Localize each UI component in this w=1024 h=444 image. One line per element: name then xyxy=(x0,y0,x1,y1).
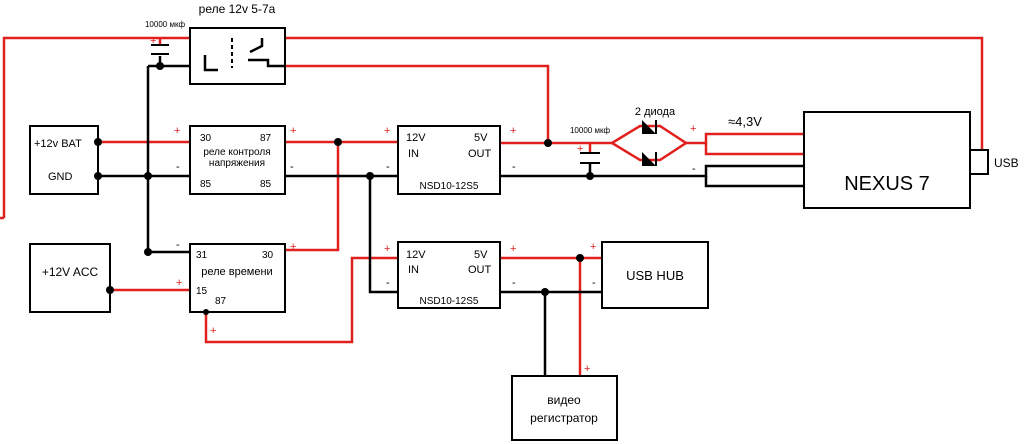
junctions xyxy=(94,62,594,315)
black-wires xyxy=(98,56,804,378)
cap1-plus: + xyxy=(150,35,156,47)
relay-12v: реле 12v 5-7a xyxy=(189,2,286,85)
c1-name: NSD10-12S5 xyxy=(420,181,479,192)
vr-pin-87: 87 xyxy=(260,133,272,144)
svg-text:+: + xyxy=(176,277,182,289)
svg-text:-: - xyxy=(386,277,390,289)
relay-contact-bottom xyxy=(248,58,285,68)
usb-label: USB xyxy=(994,156,1019,170)
c2-5v: 5V xyxy=(474,249,488,261)
svg-text:-: - xyxy=(176,239,180,251)
capacitor-relay: 10000 мкф + xyxy=(145,20,185,55)
relay-coil-line xyxy=(203,55,218,72)
acc-label: +12V ACC xyxy=(42,265,99,279)
polarity-marks: + - + - + - + - - + + + + - + - + - + - … xyxy=(174,123,696,375)
c1-in: IN xyxy=(408,148,419,160)
voltage-label: ≈4,3V xyxy=(728,114,762,129)
svg-text:-: - xyxy=(592,277,596,289)
tr-pin-31: 31 xyxy=(196,250,208,261)
svg-text:+: + xyxy=(690,123,696,135)
converter-1: 12V IN 5V OUT NSD10-12S5 xyxy=(397,125,501,195)
diode-bottom xyxy=(642,152,656,166)
c2-in: IN xyxy=(408,264,419,276)
svg-text:+: + xyxy=(510,125,516,137)
vr-pin-85b: 85 xyxy=(260,179,272,190)
c2-name: NSD10-12S5 xyxy=(420,296,479,307)
diode-top xyxy=(642,120,656,134)
tr-pin-30: 30 xyxy=(262,250,274,261)
cap2-plus: + xyxy=(577,143,583,155)
relay-contact-top xyxy=(249,38,264,54)
svg-text:+: + xyxy=(210,325,216,337)
svg-text:+: + xyxy=(290,241,296,253)
vr-pin-30: 30 xyxy=(200,133,212,144)
red-wires xyxy=(0,36,984,378)
usb-port xyxy=(969,149,989,175)
svg-text:-: - xyxy=(692,163,696,175)
c1-5v: 5V xyxy=(474,132,488,144)
svg-text:-: - xyxy=(512,277,516,289)
svg-text:+: + xyxy=(174,125,180,137)
svg-text:-: - xyxy=(386,161,390,173)
acc-box: +12V ACC xyxy=(29,243,111,313)
capacitor-output: 10000 мкф + xyxy=(570,126,610,164)
svg-text:+: + xyxy=(584,363,590,375)
svg-text:+: + xyxy=(384,125,390,137)
dvr-label-1: видео xyxy=(547,393,581,407)
video-recorder: видео регистратор xyxy=(511,375,618,441)
nexus-7: NEXUS 7 USB ≈4,3V xyxy=(728,111,1019,209)
svg-text:+: + xyxy=(290,125,296,137)
c1-12v: 12V xyxy=(406,132,426,144)
svg-text:-: - xyxy=(512,161,516,173)
bat-label: +12v BAT xyxy=(34,138,82,150)
tr-pin-15: 15 xyxy=(196,286,208,297)
diodes-label: 2 диода xyxy=(635,106,676,118)
time-relay: 31 30 реле времени 15 87 xyxy=(189,243,286,313)
usb-hub: USB HUB xyxy=(601,241,709,309)
nexus-label: NEXUS 7 xyxy=(844,173,930,195)
svg-text:-: - xyxy=(290,161,294,173)
vr-pin-85a: 85 xyxy=(200,179,212,190)
converter-2: 12V IN 5V OUT NSD10-12S5 xyxy=(397,241,501,309)
hub-label: USB HUB xyxy=(626,268,684,283)
voltage-control-relay: 30 87 реле контроля напряжения 85 85 xyxy=(189,125,286,195)
svg-text:+: + xyxy=(384,243,390,255)
c2-12v: 12V xyxy=(406,249,426,261)
svg-text:-: - xyxy=(176,161,180,173)
relay-title: реле 12v 5-7a xyxy=(199,2,276,16)
vr-label-2: напряжения xyxy=(209,158,265,169)
diodes: 2 диода xyxy=(609,106,689,166)
c2-out: OUT xyxy=(468,264,492,276)
battery-box: +12v BAT GND xyxy=(29,125,99,195)
tr-pin-87: 87 xyxy=(215,296,227,307)
svg-text:+: + xyxy=(510,243,516,255)
gnd-label: GND xyxy=(48,171,73,183)
cap1-label: 10000 мкф xyxy=(145,20,185,29)
cap2-label: 10000 мкф xyxy=(570,126,610,135)
vr-label-1: реле контроля xyxy=(203,147,270,158)
c1-out: OUT xyxy=(468,148,492,160)
dvr-label-2: регистратор xyxy=(530,411,598,425)
tr-label: реле времени xyxy=(201,266,272,278)
svg-text:+: + xyxy=(590,241,596,253)
